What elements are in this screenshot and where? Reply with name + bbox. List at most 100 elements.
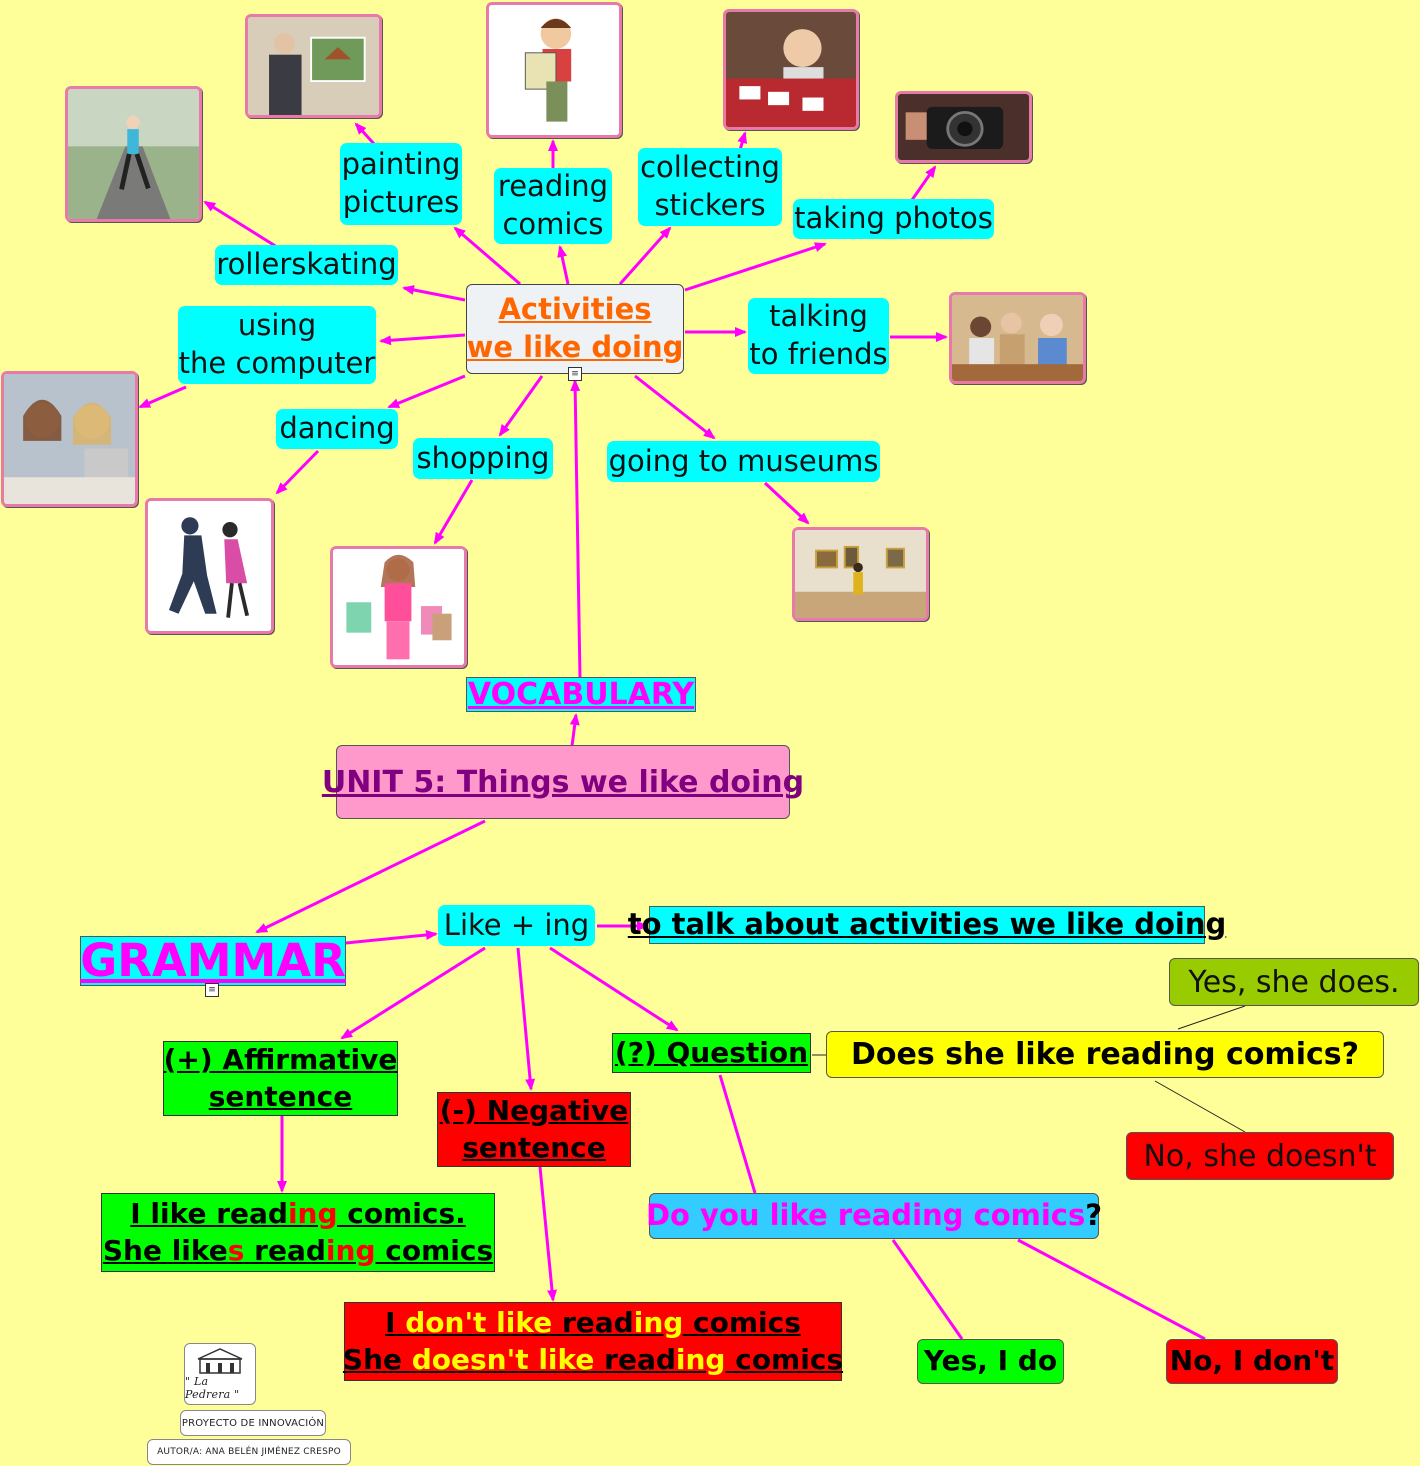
center-topic-line1: Activities xyxy=(498,292,652,327)
answer-she-no-text: No, she doesn't xyxy=(1143,1138,1377,1174)
edge-dancing-pic xyxy=(275,449,320,495)
answer-you-no[interactable]: No, I don't xyxy=(1166,1339,1338,1384)
edge-you-no xyxy=(1017,1238,1206,1341)
node-talking-line1: talking xyxy=(769,299,868,334)
affirmative-line2: sentence xyxy=(208,1079,353,1113)
edge-computer-pic xyxy=(138,385,187,409)
building-icon xyxy=(197,1348,243,1374)
edge-center-collecting xyxy=(618,226,672,285)
negative-example-2: She doesn't like reading comics xyxy=(342,1342,844,1376)
node-rollerskating-label: rollerskating xyxy=(216,247,397,282)
question-she-node[interactable]: Does she like reading comics? xyxy=(826,1031,1384,1078)
negative-line2: sentence xyxy=(462,1130,606,1164)
painting-pictures-image[interactable] xyxy=(245,14,382,118)
question-node[interactable]: (?) Question xyxy=(612,1033,811,1073)
edge-center-shopping xyxy=(498,375,544,437)
grammar-label[interactable]: GRAMMAR xyxy=(80,934,346,987)
node-shopping-label: shopping xyxy=(416,440,550,475)
reading-comics-image[interactable] xyxy=(486,2,622,138)
grammar-text: GRAMMAR xyxy=(80,933,346,987)
negative-line1: (-) Negative xyxy=(439,1094,629,1128)
edge-unit-vocab xyxy=(569,713,580,747)
edge-painting-pic xyxy=(354,122,377,147)
school-logo-text: " La Pedrera " xyxy=(185,1375,240,1401)
negative-node[interactable]: (-) Negative sentence xyxy=(437,1092,631,1167)
answer-she-no[interactable]: No, she doesn't xyxy=(1126,1132,1394,1180)
edge-center-photos xyxy=(684,242,827,292)
negative-example-1: I don't like reading comics xyxy=(385,1306,801,1340)
edge-grammar-like xyxy=(345,930,438,945)
edge-like-negative xyxy=(516,947,536,1091)
edge-question-you xyxy=(718,1074,757,1194)
node-talking-friends[interactable]: talking to friends xyxy=(748,298,889,374)
note-icon[interactable]: ≡ xyxy=(568,367,582,381)
taking-photos-image[interactable] xyxy=(895,91,1032,163)
node-collecting-stickers[interactable]: collecting stickers xyxy=(638,148,782,226)
affirmative-line1: (+) Affirmative xyxy=(163,1043,398,1077)
question-you-node[interactable]: Do you like reading comics? xyxy=(645,1193,1103,1239)
answer-she-yes[interactable]: Yes, she does. xyxy=(1169,958,1419,1006)
node-taking-photos[interactable]: taking photos xyxy=(793,199,994,239)
author-label: AUTOR/A: ANA BELÉN JIMÉNEZ CRESPO xyxy=(147,1439,351,1465)
edge-center-painting xyxy=(453,226,521,286)
like-ing-node[interactable]: Like + ing xyxy=(438,905,595,946)
museums-image[interactable] xyxy=(792,527,929,621)
collecting-stickers-image[interactable] xyxy=(723,9,859,130)
node-dancing-label: dancing xyxy=(279,411,395,446)
vocabulary-label[interactable]: VOCABULARY xyxy=(466,677,696,712)
node-talking-line2: to friends xyxy=(749,337,888,371)
unit-title-text: UNIT 5: Things we like doing xyxy=(321,764,805,800)
using-computer-image[interactable] xyxy=(1,371,138,507)
node-reading-line2: comics xyxy=(502,207,604,241)
purpose-node[interactable]: to talk about activities we like doing xyxy=(628,906,1226,944)
talking-friends-image[interactable] xyxy=(949,292,1086,384)
node-using-computer[interactable]: using the computer xyxy=(178,306,376,384)
node-photos-label: taking photos xyxy=(794,201,993,236)
rollerskating-image[interactable] xyxy=(65,86,202,222)
purpose-text: to talk about activities we like doing xyxy=(627,907,1227,942)
answer-she-yes-text: Yes, she does. xyxy=(1188,964,1400,1000)
center-topic[interactable]: Activities we like doing xyxy=(466,284,684,374)
dancing-image[interactable] xyxy=(145,498,274,634)
node-painting-pictures[interactable]: painting pictures xyxy=(340,143,462,225)
node-painting-line2: pictures xyxy=(342,185,460,219)
question-you-text: Do you like reading comics xyxy=(645,1198,1086,1233)
project-label: PROYECTO DE INNOVACIÓN xyxy=(180,1410,326,1436)
edge-shopping-pic xyxy=(433,479,474,545)
shopping-image[interactable] xyxy=(330,546,467,668)
node-reading-line1: reading xyxy=(497,169,609,204)
node-museums-label: going to museums xyxy=(608,443,879,478)
question-she-text: Does she like reading comics? xyxy=(850,1037,1360,1072)
edge-negative-examples xyxy=(538,1166,558,1302)
edge-museums-pic xyxy=(763,481,810,525)
edge-she-no xyxy=(1154,1080,1246,1133)
negative-examples[interactable]: I don't like reading comics She doesn't … xyxy=(342,1302,844,1381)
edge-vocab-center xyxy=(570,379,582,679)
edge-you-yes xyxy=(891,1239,964,1340)
node-collecting-line1: collecting xyxy=(640,150,780,185)
edge-she-yes xyxy=(1177,1005,1246,1030)
node-shopping[interactable]: shopping xyxy=(413,438,553,479)
like-ing-text: Like + ing xyxy=(443,907,590,942)
question-you-mark: ? xyxy=(1085,1198,1103,1233)
edge-center-dancing xyxy=(387,374,466,409)
affirmative-node[interactable]: (+) Affirmative sentence xyxy=(163,1041,398,1116)
edge-photos-pic xyxy=(910,165,937,201)
edge-center-museums xyxy=(634,374,716,440)
answer-you-no-text: No, I don't xyxy=(1169,1344,1335,1378)
vocabulary-text: VOCABULARY xyxy=(467,677,695,712)
answer-you-yes[interactable]: Yes, I do xyxy=(917,1339,1064,1384)
node-computer-line2: the computer xyxy=(178,346,376,380)
edge-center-computer xyxy=(379,333,466,346)
node-rollerskating[interactable]: rollerskating xyxy=(215,245,398,285)
note-icon[interactable]: ≡ xyxy=(205,983,219,997)
edge-like-question xyxy=(549,946,679,1032)
affirmative-examples[interactable]: I like reading comics. She likes reading… xyxy=(101,1193,495,1272)
edge-unit-grammar xyxy=(255,819,486,934)
node-going-museums[interactable]: going to museums xyxy=(607,441,880,482)
unit-title[interactable]: UNIT 5: Things we like doing xyxy=(322,745,804,819)
node-dancing[interactable]: dancing xyxy=(276,409,398,449)
node-reading-comics[interactable]: reading comics xyxy=(494,168,612,244)
node-painting-line1: painting xyxy=(341,147,461,182)
